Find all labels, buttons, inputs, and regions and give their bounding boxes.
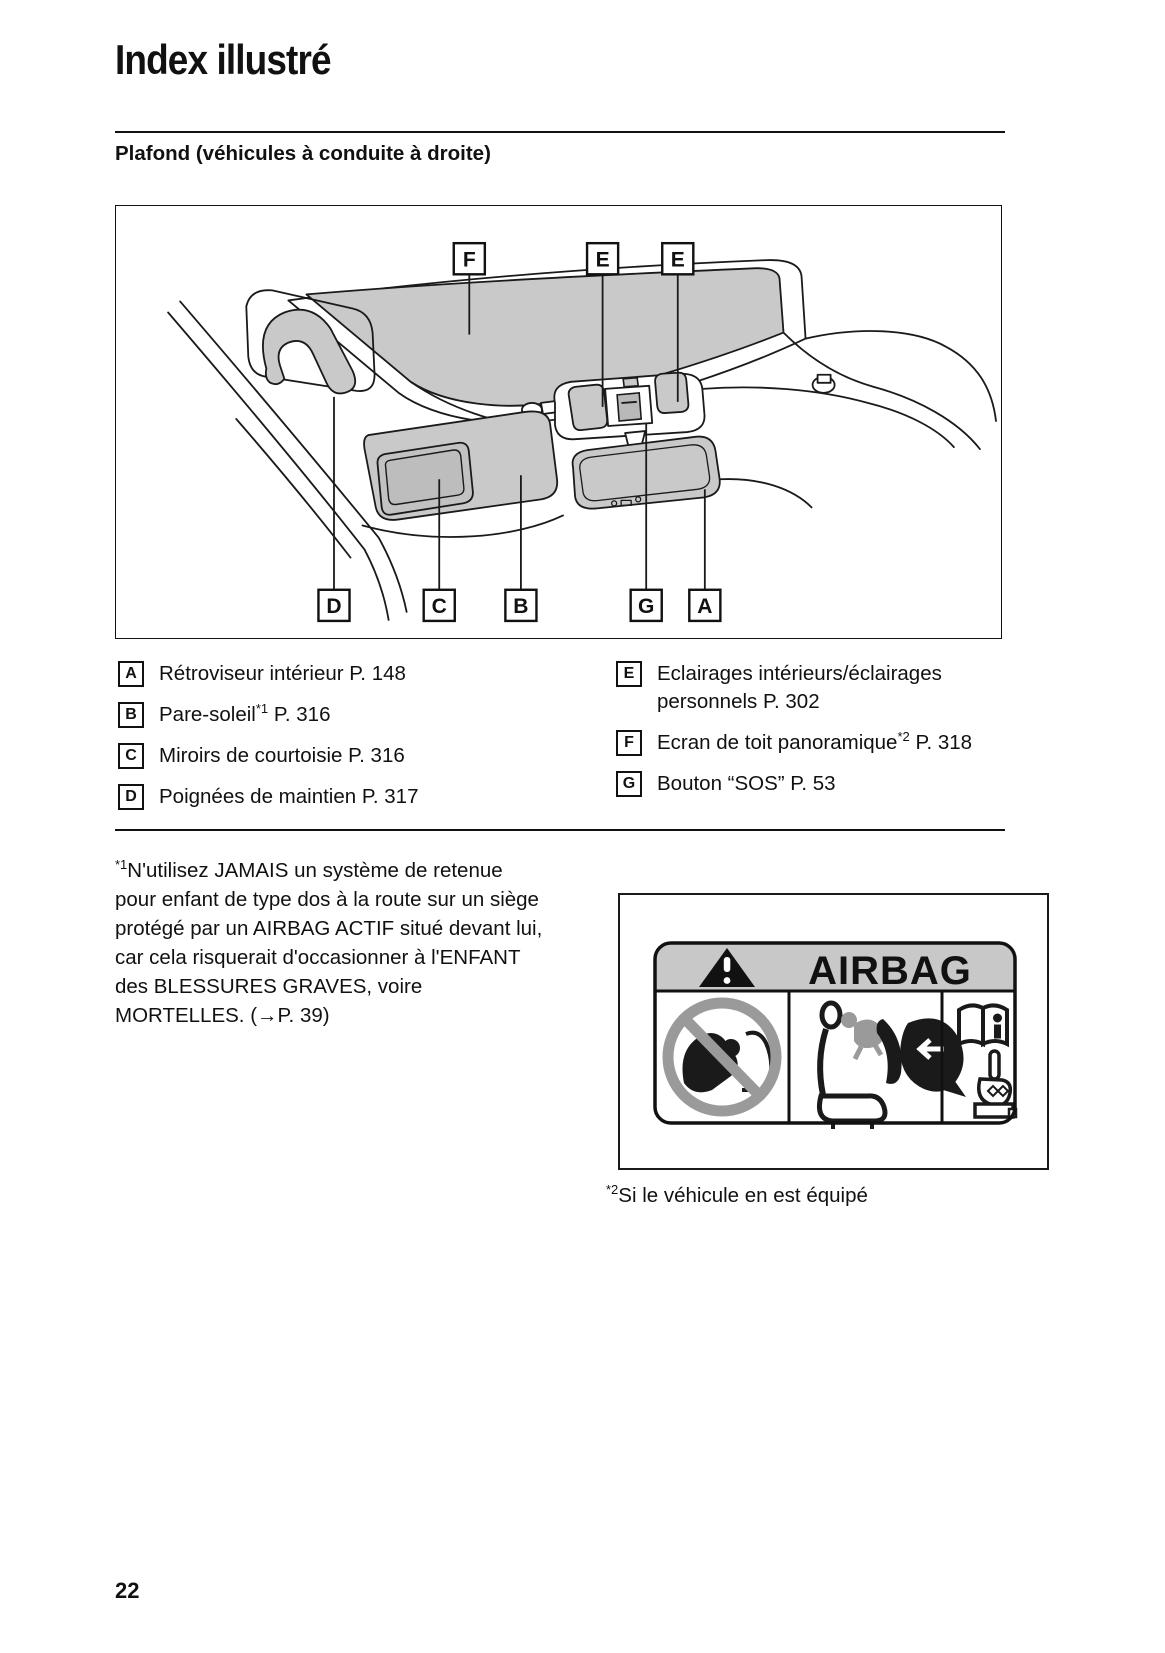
interior-light-right	[654, 371, 690, 414]
svg-text:E: E	[671, 248, 685, 271]
svg-text:A: A	[697, 595, 712, 618]
legend-marker-f: F	[616, 730, 642, 756]
svg-text:C: C	[432, 595, 447, 618]
overhead-console	[553, 371, 706, 441]
legend-text-f: Ecran de toit panoramique*2 P. 318	[657, 729, 973, 754]
legend-text-g: Bouton “SOS” P. 53	[657, 772, 836, 795]
legend-left-column: A Rétroviseur intérieur P. 148 B Pare-so…	[118, 660, 598, 824]
airbag-warning-figure: AIRBAG	[618, 893, 1049, 1170]
footnote-1-text: N'utilisez JAMAIS un système de retenue …	[115, 859, 543, 1027]
footnote-1: *1N'utilisez JAMAIS un système de retenu…	[115, 856, 546, 1030]
airbag-deployment-icon	[816, 1000, 966, 1129]
callout-a: A	[688, 588, 722, 623]
page-number: 22	[115, 1578, 140, 1603]
callout-f: F	[452, 241, 487, 276]
page-title: Index illustré	[115, 36, 332, 83]
sos-button	[616, 391, 643, 422]
section-divider	[115, 829, 1005, 831]
vanity-mirror	[376, 441, 474, 516]
panoramic-roof-shade	[287, 259, 807, 424]
footnote-2: *2Si le véhicule en est équipé	[606, 1182, 868, 1208]
footnote-1-marker: *1	[115, 857, 128, 873]
legend-text-e: Eclairages intérieurs/éclairages personn…	[657, 662, 942, 713]
legend-marker-c: C	[118, 743, 144, 769]
sun-visor	[363, 399, 560, 521]
legend-text-b: Pare-soleil*1 P. 316	[159, 701, 331, 726]
ceiling-diagram-figure: F E E D C B G	[115, 205, 1002, 639]
section-heading: Plafond (véhicules à conduite à droite)	[115, 142, 491, 165]
interior-light-left	[567, 383, 609, 432]
footnote-2-text: Si le véhicule en est équipé	[618, 1184, 868, 1207]
legend-item-e: E Eclairages intérieurs/éclairages perso…	[616, 660, 1008, 716]
ceiling-diagram: F E E D C B G	[167, 241, 997, 623]
no-rear-facing-child-seat-icon	[662, 997, 782, 1117]
legend-item-d: D Poignées de maintien P. 317	[118, 783, 598, 811]
svg-text:B: B	[513, 595, 528, 618]
legend-marker-e: E	[616, 661, 642, 687]
pointing-hand-icon	[973, 1049, 1018, 1119]
callout-d: D	[317, 588, 351, 623]
legend-text-a: Rétroviseur intérieur P. 148	[159, 662, 406, 685]
footnote-2-marker: *2	[606, 1182, 619, 1198]
callout-c: C	[422, 588, 456, 623]
callout-b: B	[504, 588, 538, 623]
callout-g: G	[629, 588, 663, 623]
svg-text:D: D	[326, 595, 341, 618]
svg-text:G: G	[638, 595, 654, 618]
legend-text-d: Poignées de maintien P. 317	[159, 785, 419, 808]
legend-item-a: A Rétroviseur intérieur P. 148	[118, 660, 598, 688]
svg-text:E: E	[596, 248, 610, 271]
grab-handle	[245, 289, 376, 395]
callout-e1: E	[585, 241, 620, 276]
owners-manual-icon	[957, 1003, 1009, 1048]
legend-marker-a: A	[118, 661, 144, 687]
warning-triangle-icon	[699, 948, 755, 987]
roof-clip-detail	[811, 373, 836, 394]
airbag-warning-label: AIRBAG	[618, 893, 1049, 1170]
callout-e2: E	[661, 241, 695, 276]
legend-marker-d: D	[118, 784, 144, 810]
legend-marker-b: B	[118, 702, 144, 728]
callout-leader-lines	[333, 274, 706, 590]
airbag-label-title: AIRBAG	[808, 949, 972, 993]
svg-text:F: F	[463, 248, 476, 271]
legend-item-b: B Pare-soleil*1 P. 316	[118, 701, 598, 729]
legend-marker-g: G	[616, 771, 642, 797]
legend-item-f: F Ecran de toit panoramique*2 P. 318	[616, 729, 1008, 757]
legend-text-c: Miroirs de courtoisie P. 316	[159, 744, 405, 767]
title-divider	[115, 131, 1005, 133]
legend-item-c: C Miroirs de courtoisie P. 316	[118, 742, 598, 770]
legend-right-column: E Eclairages intérieurs/éclairages perso…	[616, 660, 1008, 811]
legend-item-g: G Bouton “SOS” P. 53	[616, 770, 1008, 798]
